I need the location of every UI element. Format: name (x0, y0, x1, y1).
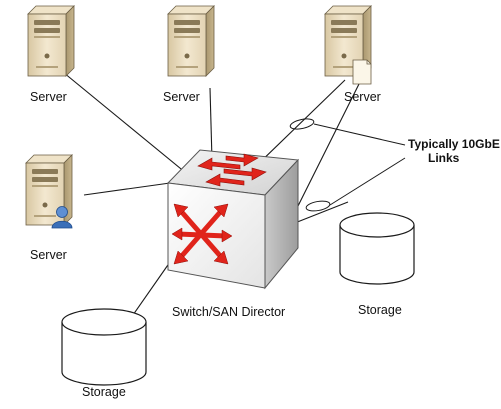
switch-san-director: Switch/SAN Director (166, 149, 300, 319)
server-label: Server (30, 248, 67, 262)
storage-label: Storage (358, 303, 402, 317)
switch-label: Switch/SAN Director (172, 305, 285, 319)
server-left: Server (25, 154, 73, 262)
storage-cylinder-icon (339, 212, 415, 285)
callout-line-2: Links (428, 151, 460, 165)
callout-10gbe: Typically 10GbE Links (408, 137, 500, 165)
document-icon (352, 59, 372, 85)
network-switch-icon (166, 149, 300, 290)
storage-bottom: Storage (61, 308, 147, 399)
link-server-left (83, 182, 171, 196)
callout-leader-lower (329, 157, 406, 206)
storage-cylinder-icon (61, 308, 147, 386)
link-marker-upper (289, 118, 315, 130)
server-tower-icon (27, 5, 75, 77)
callout-line-1: Typically 10GbE (408, 137, 500, 151)
link-server-top-middle (209, 87, 213, 161)
server-label: Server (30, 90, 67, 104)
storage-label: Storage (82, 385, 126, 399)
server-top-middle: Server (163, 5, 215, 104)
callout-markers (289, 118, 406, 212)
link-marker-lower (305, 200, 331, 212)
server-tower-icon (167, 5, 215, 77)
server-top-right: Server (324, 5, 381, 104)
switch-front-arrowheads (171, 203, 233, 265)
link-server-top-right (251, 79, 346, 171)
callout-leader-upper (313, 123, 406, 146)
storage-right: Storage (339, 212, 415, 317)
switch-front-arrows (175, 207, 229, 261)
server-top-left: Server (27, 5, 75, 104)
server-label: Server (344, 90, 381, 104)
switch-top-arrows (197, 153, 267, 187)
server-label: Server (163, 90, 200, 104)
user-icon (51, 206, 73, 229)
